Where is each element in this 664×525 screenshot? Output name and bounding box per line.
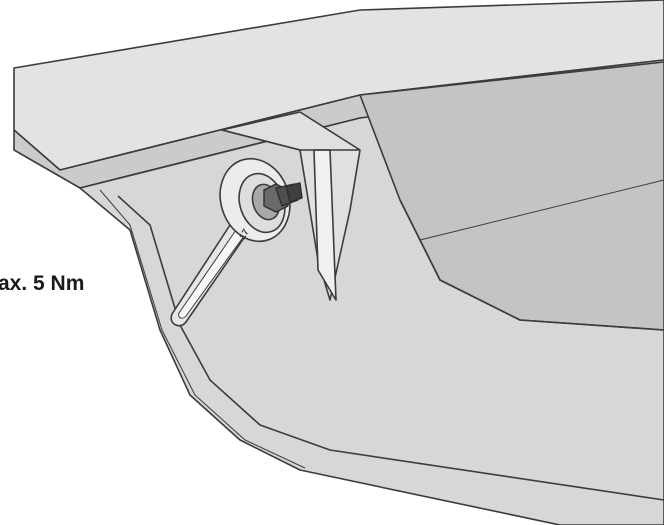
wrench-size-mark: 17 [237,227,251,241]
drain-bolt [263,182,303,213]
torque-label: ax. 5 Nm [0,272,85,295]
